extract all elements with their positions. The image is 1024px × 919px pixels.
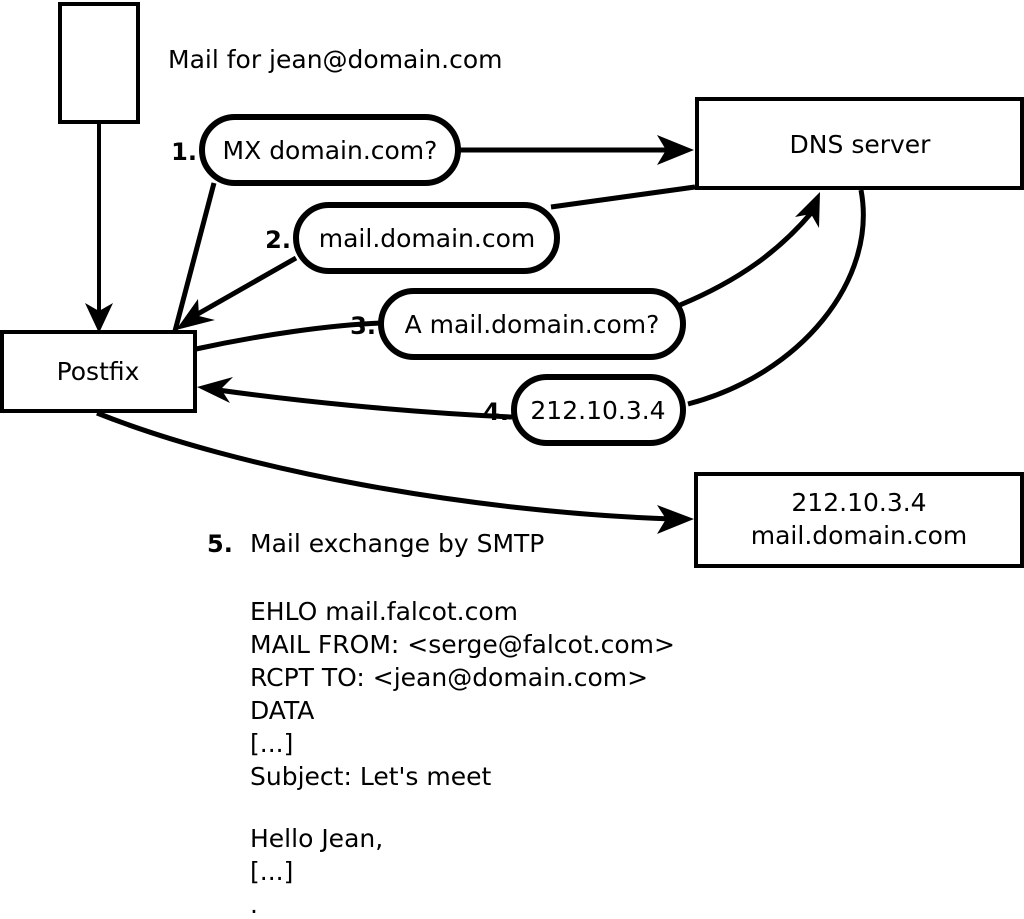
step-1-number: 1. (171, 138, 197, 166)
step-3-bubble: 3. A mail.domain.com? (350, 288, 686, 360)
step-3-number: 3. (350, 312, 376, 340)
transcript-line: MAIL FROM: <serge@falcot.com> (250, 630, 675, 659)
step-2-bubble: 2. mail.domain.com (265, 202, 560, 274)
node-postfix-label: Postfix (57, 357, 140, 386)
node-inbox-box (58, 2, 140, 124)
step-4-label: 212.10.3.4 (530, 396, 665, 425)
transcript-line: . (250, 890, 258, 919)
caption-mail-for: Mail for jean@domain.com (168, 45, 503, 74)
edge-step5-postfix-to-mailserver (96, 410, 694, 534)
step-1-bubble: 1. MX domain.com? (171, 114, 461, 186)
edge-step3-postfix-to-dns (195, 192, 820, 352)
transcript-line: EHLO mail.falcot.com (250, 597, 518, 626)
transcript-line: DATA (250, 696, 314, 725)
edge-step4-dns-to-postfix (197, 189, 866, 420)
smtp-transcript: EHLO mail.falcot.com MAIL FROM: <serge@f… (250, 597, 675, 919)
node-mail-server-ip: 212.10.3.4 (791, 488, 926, 517)
edge-step1-postfix-to-dns (172, 135, 694, 332)
edge-step2-dns-to-postfix (176, 184, 696, 330)
transcript-line: [...] (250, 857, 293, 886)
transcript-line: Hello Jean, (250, 824, 383, 853)
node-dns-server-label: DNS server (790, 130, 932, 159)
node-dns-server-box: DNS server (695, 97, 1024, 190)
transcript-line: [...] (250, 729, 293, 758)
step-5-number: 5. (207, 530, 233, 558)
node-postfix-box: Postfix (0, 330, 197, 413)
node-mail-server-hostname: mail.domain.com (751, 521, 967, 550)
step-1-label: MX domain.com? (223, 136, 438, 165)
edge-inbox-to-postfix (85, 124, 113, 333)
node-mail-server-box: 212.10.3.4 mail.domain.com (694, 472, 1024, 568)
transcript-line: Subject: Let's meet (250, 762, 491, 791)
transcript-line: RCPT TO: <jean@domain.com> (250, 663, 648, 692)
step-4-bubble: 4. 212.10.3.4 (483, 374, 686, 446)
step-2-number: 2. (265, 226, 291, 254)
step-4-number: 4. (483, 398, 509, 426)
step-3-label: A mail.domain.com? (405, 310, 660, 339)
step-2-label: mail.domain.com (319, 224, 535, 253)
step-5-label: Mail exchange by SMTP (250, 529, 544, 558)
